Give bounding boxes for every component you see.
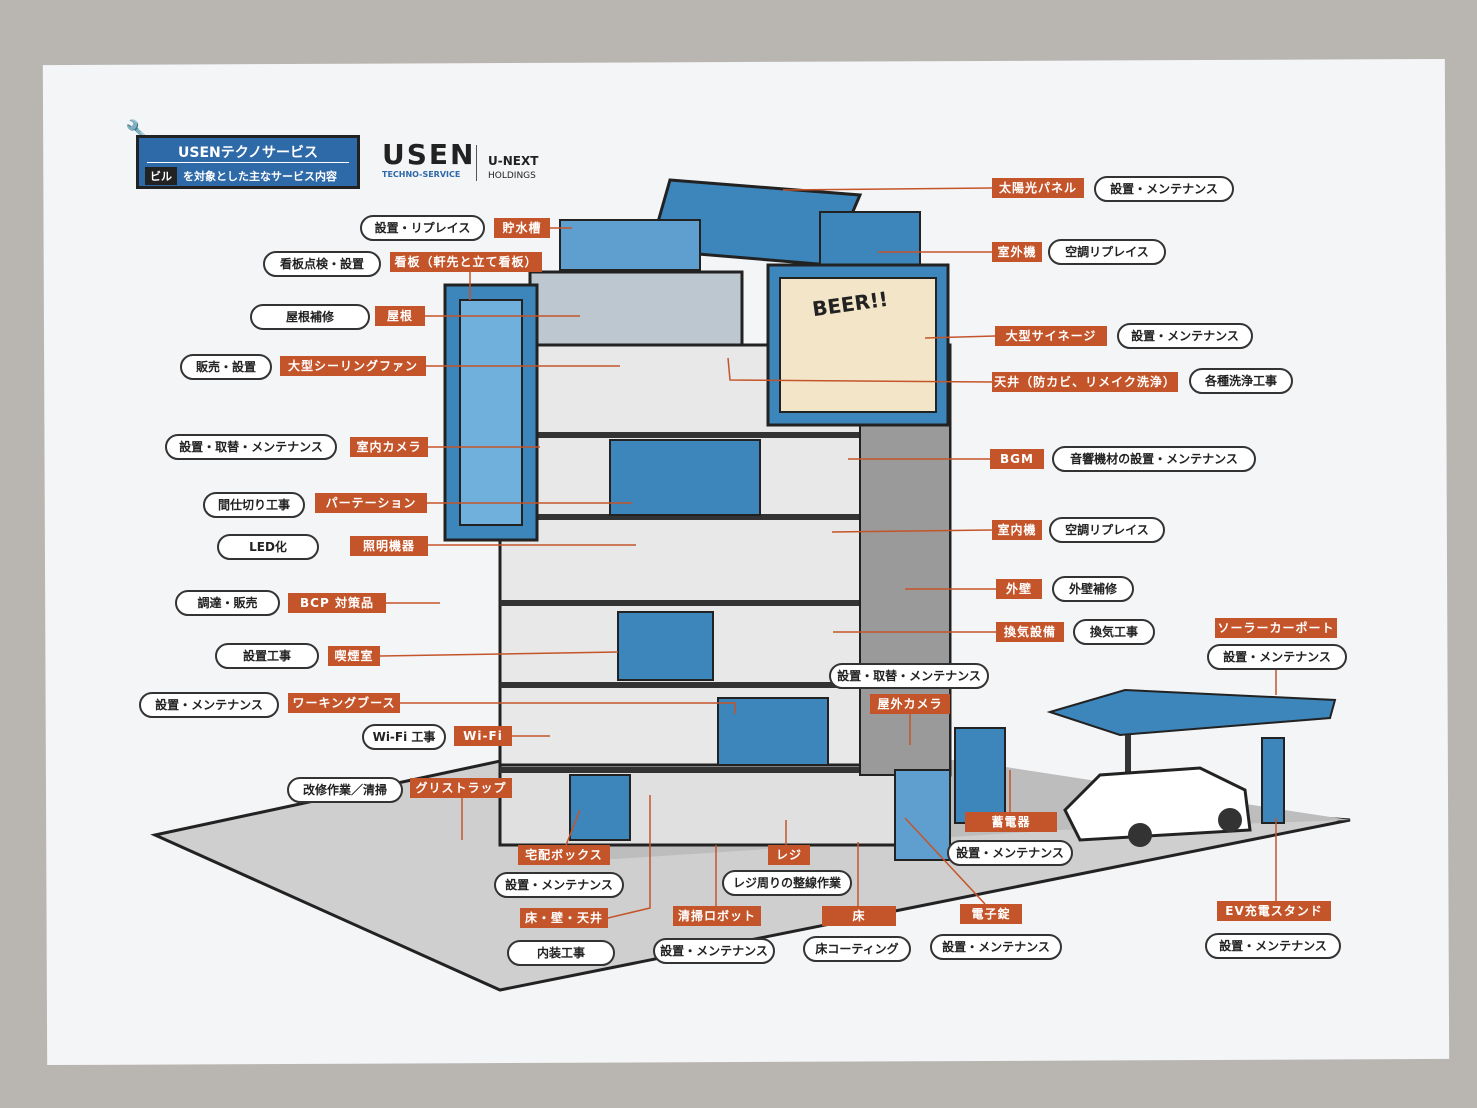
signage-screen [779, 277, 937, 413]
logo-brand-sub: TECHNO-SERVICE [382, 170, 461, 179]
item-tag: 貯水槽 [494, 218, 550, 238]
service-pill: 各種洗浄工事 [1189, 368, 1293, 394]
item-tag: 看板（軒先と立て看板） [390, 252, 542, 272]
delivery-box [569, 774, 631, 841]
header-title: USENテクノサービス [178, 145, 318, 161]
service-pill: 設置・メンテナンス [1094, 176, 1234, 202]
service-pill: 改修作業／清掃 [287, 777, 403, 803]
item-tag: パーテーション [315, 493, 427, 513]
service-pill: LED化 [217, 534, 319, 560]
item-tag: 照明機器 [350, 536, 428, 556]
leader-lines [379, 187, 1277, 919]
service-pill: 設置工事 [215, 643, 319, 669]
header-banner: USENテクノサービス ビル を対象とした主なサービス内容 [136, 135, 360, 189]
service-pill: 設置・メンテナンス [1207, 644, 1347, 670]
service-pill: Wi-Fi 工事 [362, 724, 446, 750]
item-tag: 清掃ロボット [673, 906, 761, 926]
service-pill: 屋根補修 [250, 304, 370, 330]
item-tag: 蓄電器 [965, 812, 1057, 832]
item-tag: ソーラーカーポート [1215, 618, 1337, 638]
service-pill: 設置・メンテナンス [1117, 323, 1253, 349]
item-tag: 床・壁・天井 [520, 908, 608, 928]
service-pill: 設置・メンテナンス [930, 934, 1062, 960]
service-pill: 設置・メンテナンス [494, 872, 624, 898]
smoking-room [617, 611, 714, 681]
service-pill: 設置・取替・メンテナンス [829, 663, 989, 689]
logo-group: U-NEXT [488, 154, 539, 168]
solar-carport-roof [1046, 688, 1337, 737]
logo-divider [476, 145, 477, 181]
item-tag: 床 [822, 906, 896, 926]
item-tag: 屋根 [375, 306, 425, 326]
service-pill: 外壁補修 [1052, 576, 1134, 602]
item-tag: BGM [990, 449, 1044, 469]
service-pill: 設置・メンテナンス [653, 938, 775, 964]
service-pill: 床コーティング [803, 936, 911, 962]
item-tag: 太陽光パネル [992, 178, 1084, 198]
service-pill: 設置・メンテナンス [947, 840, 1073, 866]
water-tank [559, 219, 701, 271]
car [1063, 766, 1252, 842]
item-tag: 室内カメラ [350, 437, 428, 457]
item-tag: 室内機 [992, 520, 1042, 540]
service-pill: 販売・設置 [180, 354, 272, 380]
service-pill: 音響機材の設置・メンテナンス [1052, 446, 1256, 472]
service-pill: 設置・メンテナンス [1205, 933, 1341, 959]
item-tag: 喫煙室 [328, 646, 380, 666]
item-tag: グリストラップ [410, 778, 512, 798]
unext-logo: U-NEXT HOLDINGS [488, 154, 539, 182]
item-tag: 宅配ボックス [518, 845, 610, 865]
service-pill: 内装工事 [507, 940, 615, 966]
item-tag: レジ [768, 845, 810, 865]
service-pill: 空調リプレイス [1048, 239, 1166, 265]
service-pill: レジ周りの整線作業 [722, 870, 852, 896]
entrance-door [894, 769, 951, 861]
service-pill: 調達・販売 [175, 590, 280, 616]
item-tag: EV充電スタンド [1217, 901, 1331, 921]
service-pill: 設置・リプレイス [360, 215, 485, 241]
item-tag: 電子錠 [960, 904, 1022, 924]
usen-logo: USEN TECHNO-SERVICE [382, 138, 476, 180]
service-pill: 間仕切り工事 [203, 492, 305, 518]
partition [609, 439, 761, 516]
header-subtitle-tag: ビル [145, 167, 177, 185]
service-pill: 換気工事 [1073, 619, 1155, 645]
divider [147, 162, 349, 163]
logo-brand: USEN [382, 138, 476, 171]
service-pill: 設置・メンテナンス [139, 692, 279, 718]
item-tag: 屋外カメラ [870, 694, 950, 714]
item-tag: 天井（防カビ、リメイク洗浄） [992, 372, 1178, 392]
header-subtitle: を対象とした主なサービス内容 [183, 170, 337, 183]
storage-battery [954, 727, 1006, 824]
item-tag: Wi-Fi [454, 726, 512, 746]
item-tag: 室外機 [992, 242, 1042, 262]
service-pill: 設置・取替・メンテナンス [165, 434, 337, 460]
item-tag: 大型サイネージ [995, 326, 1107, 346]
item-tag: 換気設備 [996, 622, 1064, 642]
item-tag: 大型シーリングファン [280, 356, 426, 376]
service-pill: 空調リプレイス [1049, 517, 1165, 543]
service-pill: 看板点検・設置 [263, 251, 381, 277]
roof-block [528, 270, 744, 349]
item-tag: 外壁 [996, 579, 1042, 599]
outdoor-unit [819, 211, 921, 273]
working-booth [717, 697, 829, 766]
item-tag: BCP 対策品 [288, 593, 386, 613]
ev-charger [1261, 737, 1285, 824]
logo-group-sub: HOLDINGS [488, 171, 536, 181]
item-tag: ワーキングブース [288, 693, 400, 713]
